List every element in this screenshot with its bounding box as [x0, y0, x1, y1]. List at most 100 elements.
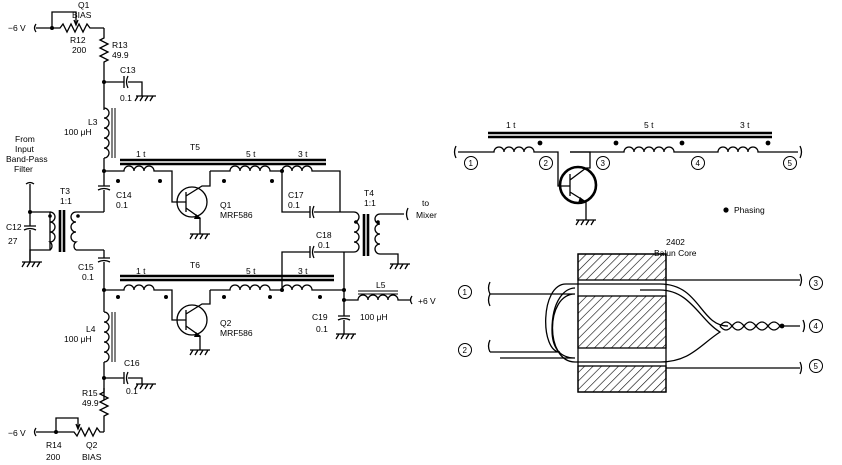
balun-node-5: 5: [814, 362, 819, 371]
t3-secondary: [70, 211, 104, 251]
l4-value: 100 μH: [64, 334, 92, 344]
c18-capacitor: C18 0.1: [281, 230, 344, 290]
neg6v-top-label: −6 V: [8, 23, 26, 33]
c12-value: 27: [8, 236, 18, 246]
l3-inductor: [103, 107, 110, 159]
r15-resistor: [98, 388, 110, 432]
phasing-3t-label: 3 t: [740, 120, 750, 130]
t4-ratio: 1:1: [364, 198, 376, 208]
c14-label: C14: [116, 190, 132, 200]
input-label-4: Filter: [14, 164, 33, 174]
balun-node-1: 1: [463, 288, 468, 297]
phasing-node-2: 2: [544, 159, 549, 168]
t6-label: T6: [190, 260, 200, 270]
q1-part: MRF586: [220, 210, 253, 220]
balun-core-diagram: 2402 Balun Core 1 2 3 4 5: [458, 237, 823, 393]
l3-value: 100 μH: [64, 127, 92, 137]
t6-1t-label: 1 t: [136, 266, 146, 276]
q1-label: Q1: [220, 200, 232, 210]
t6-transformer: T6 1 t 5 t 3 t: [102, 260, 346, 308]
q1-bias-network: −6 V Q1 BIAS R12 200 R13 49.9 C13 0.1: [8, 0, 156, 178]
t4-label: T4: [364, 188, 374, 198]
t6-5t-label: 5 t: [246, 266, 256, 276]
c19-label: C19: [312, 312, 328, 322]
t5-label: T5: [190, 142, 200, 152]
c19-value: 0.1: [316, 324, 328, 334]
q1-bias-label-2: BIAS: [72, 10, 92, 20]
input-section: From Input Band-Pass Filter C12 27 T3 1:…: [6, 134, 104, 268]
c14-capacitor: C14 0.1: [97, 178, 132, 212]
r15-value: 49.9: [82, 398, 99, 408]
balun-node-4: 4: [814, 322, 819, 331]
q2-bias-label-2: BIAS: [82, 452, 102, 462]
balun-node-2: 2: [463, 346, 468, 355]
c18-value: 0.1: [318, 240, 330, 250]
l5-label: L5: [376, 280, 386, 290]
phasing-1t-label: 1 t: [506, 120, 516, 130]
q2-label: Q2: [220, 318, 232, 328]
amplifier-schematic: −6 V Q1 BIAS R12 200 R13 49.9 C13 0.1: [6, 0, 437, 462]
q2-part: MRF586: [220, 328, 253, 338]
phasing-node-1: 1: [469, 159, 474, 168]
q2-bias-label-1: Q2: [86, 440, 98, 450]
input-label-2: Input: [15, 144, 35, 154]
l5-value: 100 μH: [360, 312, 388, 322]
l5-c19-network: L5 100 μH C19 0.1 +6 V: [312, 280, 436, 340]
c18-label: C18: [316, 230, 332, 240]
t6-3t-label: 3 t: [298, 266, 308, 276]
phasing-diagram: 1 t 5 t 3 t 1 2 3 4 5 Phasing: [453, 120, 803, 226]
phasing-node-4: 4: [696, 159, 701, 168]
l4-inductor: [103, 311, 110, 363]
t3-ratio: 1:1: [60, 196, 72, 206]
r13-label: R13: [112, 40, 128, 50]
t5-5t-label: 5 t: [246, 149, 256, 159]
l3-label: L3: [88, 117, 98, 127]
balun-title-2: Balun Core: [654, 248, 697, 258]
r12-value: 200: [72, 45, 86, 55]
q1-transistor: Q1 MRF586: [171, 171, 253, 240]
t4-transformer: T4 1:1 to Mixer: [340, 188, 437, 290]
c16-capacitor: [104, 371, 143, 385]
balun-title-1: 2402: [666, 237, 685, 247]
to-mixer-label-2: Mixer: [416, 210, 437, 220]
c17-value: 0.1: [288, 200, 300, 210]
t5-1t-label: 1 t: [136, 149, 146, 159]
to-mixer-label-1: to: [422, 198, 429, 208]
c15-value: 0.1: [82, 272, 94, 282]
balun-node-3: 3: [814, 279, 819, 288]
balun-core-middle: [577, 295, 667, 349]
c13-label: C13: [120, 65, 136, 75]
t3-label: T3: [60, 186, 70, 196]
r14-resistor: [56, 426, 104, 438]
c13-value: 0.1: [120, 93, 132, 103]
phasing-legend: Phasing: [734, 205, 765, 215]
c16-value: 0.1: [126, 386, 138, 396]
q2-transistor: Q2 MRF586: [171, 290, 253, 356]
balun-core-top: [577, 253, 667, 281]
l4-label: L4: [86, 324, 96, 334]
balun-core-bottom: [577, 365, 667, 393]
r12-label: R12: [70, 35, 86, 45]
c13-capacitor: [104, 75, 143, 96]
r14-value: 200: [46, 452, 60, 462]
q2-bias-network: L4 100 μH C16 0.1 R15 49.9 −6 V R14 200 …: [8, 290, 156, 462]
c17-label: C17: [288, 190, 304, 200]
c12-label: C12: [6, 222, 22, 232]
neg6v-bottom-label: −6 V: [8, 428, 26, 438]
c15-label: C15: [78, 262, 94, 272]
r15-label: R15: [82, 388, 98, 398]
pos6v-label: +6 V: [418, 296, 436, 306]
r12-resistor: [52, 22, 104, 34]
q1-bias-label-1: Q1: [78, 0, 90, 10]
c14-value: 0.1: [116, 200, 128, 210]
t5-transformer: T5 1 t 5 t 3 t: [104, 142, 341, 212]
c17-capacitor: C17 0.1: [281, 190, 340, 219]
c15-capacitor: C15 0.1: [78, 250, 111, 290]
input-label-3: Band-Pass: [6, 154, 48, 164]
r13-resistor: [98, 28, 110, 76]
phasing-5t-label: 5 t: [644, 120, 654, 130]
c16-label: C16: [124, 358, 140, 368]
t3-primary: [48, 211, 56, 251]
r14-label: R14: [46, 440, 62, 450]
